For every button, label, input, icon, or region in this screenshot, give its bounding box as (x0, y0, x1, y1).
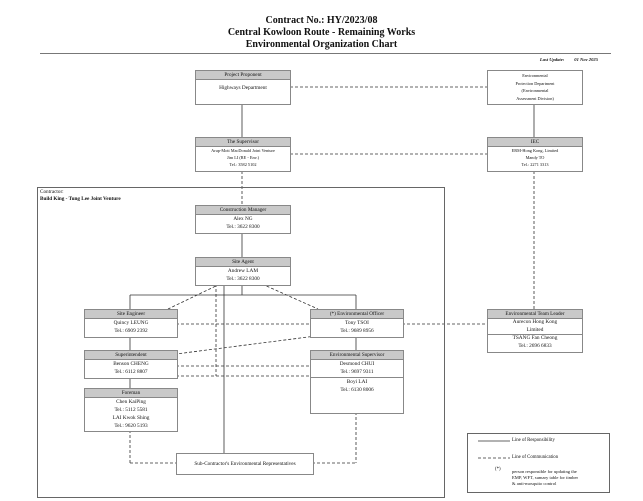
supervisor-name: Jim LI (RE - Env.) (226, 155, 260, 160)
env-supervisor-tel1: Tel.: 9697 9311 (340, 369, 374, 376)
construction-manager-tel: Tel.: 3622 8300 (226, 224, 260, 231)
last-update: Last Update: 01 Nov 2025 (540, 57, 598, 62)
iec-org: ERM-Hong Kong, Limited (511, 148, 559, 153)
construction-manager-title: Construction Manager (196, 206, 290, 215)
legend-responsibility: Line of Responsibility (512, 438, 555, 443)
env-supervisor-name2: Boyi LAI (346, 378, 368, 385)
etl-org2: Limited (526, 326, 544, 333)
env-officer-name: Tony TSOI (345, 320, 369, 326)
site-agent-name: Andrew LAM (227, 268, 259, 274)
supervisor-org: Arup-Mott MacDonald Joint Venture (211, 148, 275, 153)
legend-star: (*) (495, 467, 501, 472)
site-engineer-tel: Tel.: 6909 2392 (114, 328, 148, 335)
env-supervisor-box: Environmental Supervisor Desmond CHUI Te… (310, 350, 404, 414)
iec-tel: Tel.: 2271 3313 (521, 162, 549, 167)
last-update-value: 01 Nov 2025 (574, 57, 598, 62)
iec-title: IEC (488, 138, 582, 147)
supervisor-tel: Tel.: 3582 5102 (229, 162, 257, 167)
site-engineer-title: Site Engineer (85, 310, 177, 319)
foreman-box: Foreman Chen KaiPing Tel.: 5112 5581 LAI… (84, 388, 178, 432)
foreman-name1: Chen KaiPing (116, 399, 146, 405)
env-officer-box: (*) Environmental Officer Tony TSOI Tel.… (310, 309, 404, 338)
site-agent-box: Site Agent Andrew LAM Tel.: 3622 8300 (195, 257, 291, 286)
foreman-name2: LAI Kwok Shing (112, 415, 150, 421)
site-agent-tel: Tel.: 3622 8300 (226, 276, 260, 283)
foreman-tel1: Tel.: 5112 5581 (114, 407, 148, 413)
dash-eo-diagonal (175, 335, 317, 355)
env-supervisor-tel2: Tel.: 6130 8006 (340, 386, 374, 393)
construction-manager-name: Alex NG (233, 216, 253, 222)
chart-title: Environmental Organization Chart (245, 39, 398, 50)
legend-communication: Line of Communication (512, 455, 559, 460)
project-proponent-box: Project Proponent Highways Department (195, 70, 291, 105)
superintendent-title: Superintendent (85, 351, 177, 360)
legend-box (467, 433, 610, 493)
site-engineer-name: Quincy LEUNG (113, 320, 149, 326)
epd-line4: Assessment Division) (516, 95, 554, 101)
env-supervisor-separator (311, 376, 403, 378)
epd-line1: Environmental (522, 73, 548, 78)
legend-star-desc: person responsible for updating the EMP,… (512, 469, 578, 487)
superintendent-name: Benson CHENG (113, 361, 149, 367)
supervisor-box: The Supervisor Arup-Mott MacDonald Joint… (195, 137, 291, 172)
site-agent-title: Site Agent (196, 258, 290, 267)
legend-star-desc1: person responsible for updating the (512, 469, 577, 474)
project-name: Central Kowloon Route - Remaining Works (227, 27, 416, 38)
construction-manager-box: Construction Manager Alex NG Tel.: 3622 … (195, 205, 291, 234)
subcontractor-label: Sub-Contractor's Environmental Represent… (194, 461, 296, 467)
env-supervisor-name1: Desmond CHUI (339, 361, 375, 367)
contractor-label-text: Contractor: (40, 189, 64, 195)
epd-box: Environmental Protection Department (Env… (487, 70, 583, 105)
etl-separator (488, 334, 582, 335)
epd-line2: Protection Department (515, 80, 555, 86)
contractor-frame (37, 187, 445, 498)
env-supervisor-title: Environmental Supervisor (311, 351, 403, 360)
etl-box: Environmental Team Leader Aurecon Hong K… (487, 309, 583, 353)
supervisor-title: The Supervisor (196, 138, 290, 147)
header-rule (40, 53, 611, 54)
project-proponent-title: Project Proponent (196, 71, 290, 80)
contract-number: Contract No.: HY/2023/08 (265, 15, 378, 26)
contractor-label: Contractor: Build King - Tung Lee Joint … (40, 189, 121, 202)
superintendent-tel: Tel.: 6112 8807 (114, 369, 148, 376)
foreman-title: Foreman (85, 389, 177, 398)
env-officer-tel: Tel.: 9689 8956 (340, 328, 374, 335)
legend-star-desc3: & anti-mosquito control (512, 481, 557, 486)
etl-name: TSANG Fan Cheong (512, 335, 558, 341)
project-proponent-name: Highways Department (219, 85, 267, 91)
epd-line3: (Environmental (521, 88, 549, 93)
superintendent-box: Superintendent Benson CHENG Tel.: 6112 8… (84, 350, 178, 379)
legend-star-desc2: EMP, WFT, sumary table for timber (512, 475, 579, 480)
etl-tel: Tel.: 2696 6833 (518, 342, 552, 349)
site-engineer-box: Site Engineer Quincy LEUNG Tel.: 6909 23… (84, 309, 178, 338)
dash-siteagent-eo (261, 283, 319, 310)
etl-org1: Aurecon Hong Kong (512, 319, 558, 325)
etl-title: Environmental Team Leader (488, 310, 582, 319)
foreman-tel2: Tel.: 9620 5193 (114, 423, 148, 429)
iec-box: IEC ERM-Hong Kong, Limited Mandy TO Tel.… (487, 137, 583, 172)
contractor-name: Build King - Tung Lee Joint Venture (40, 195, 121, 202)
iec-name: Mandy TO (525, 155, 545, 160)
last-update-label: Last Update: (539, 57, 565, 62)
env-officer-title: (*) Environmental Officer (311, 310, 403, 319)
subcontractor-box: Sub-Contractor's Environmental Represent… (176, 453, 314, 475)
